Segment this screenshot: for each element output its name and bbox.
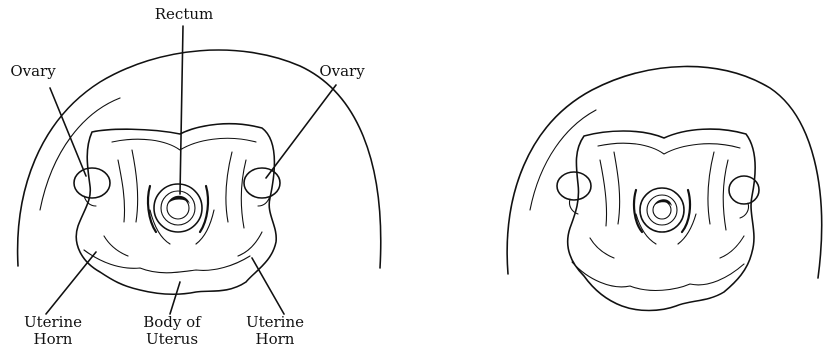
uterus-lower-wave-right	[572, 262, 744, 290]
pelvic-outline-left	[18, 50, 381, 268]
rectum-shadow	[168, 196, 190, 204]
label-body-of-uterus: Body of Uterus	[134, 314, 210, 348]
leader-uterine-horn-left	[46, 252, 96, 314]
pelvic-outline-right	[507, 66, 821, 278]
ovary-right-drawing-left-shape	[557, 172, 591, 200]
label-uterine-horn-right: Uterine Horn	[240, 314, 310, 348]
leader-uterine-horn-right	[252, 258, 284, 314]
label-body-of-uterus-line2: Uterus	[134, 331, 210, 348]
label-ovary-right: Ovary	[312, 63, 372, 80]
uterus-outline-left	[76, 124, 276, 294]
label-uterine-horn-left-line1: Uterine	[18, 314, 88, 331]
rectum-right-side-shading	[634, 190, 690, 232]
ovary-right-shape	[244, 168, 280, 198]
unlabeled-drawing	[507, 66, 821, 310]
label-uterine-horn-left-line2: Horn	[18, 331, 88, 348]
label-uterine-horn-left: Uterine Horn	[18, 314, 88, 348]
uterus-upper-fold-left	[112, 138, 256, 150]
ovary-left-shape	[74, 168, 110, 198]
uterus-upper-fold-right	[598, 143, 740, 154]
uterus-shading-left	[104, 150, 262, 256]
uterus-lower-wave-left	[84, 250, 250, 273]
label-uterine-horn-right-line1: Uterine	[240, 314, 310, 331]
ovary-right-drawing-right-shape	[729, 176, 759, 204]
label-rectum: Rectum	[146, 6, 222, 23]
leader-body-of-uterus	[170, 282, 180, 314]
uterus-shading-right	[590, 152, 744, 258]
uterus-outline-right	[568, 129, 755, 310]
label-ovary-left: Ovary	[4, 63, 62, 80]
label-body-of-uterus-line1: Body of	[134, 314, 210, 331]
leader-rectum	[180, 26, 183, 194]
label-uterine-horn-right-line2: Horn	[240, 331, 310, 348]
ovary-right-drawing-right-detail	[740, 203, 749, 218]
leader-ovary-right	[266, 85, 336, 178]
